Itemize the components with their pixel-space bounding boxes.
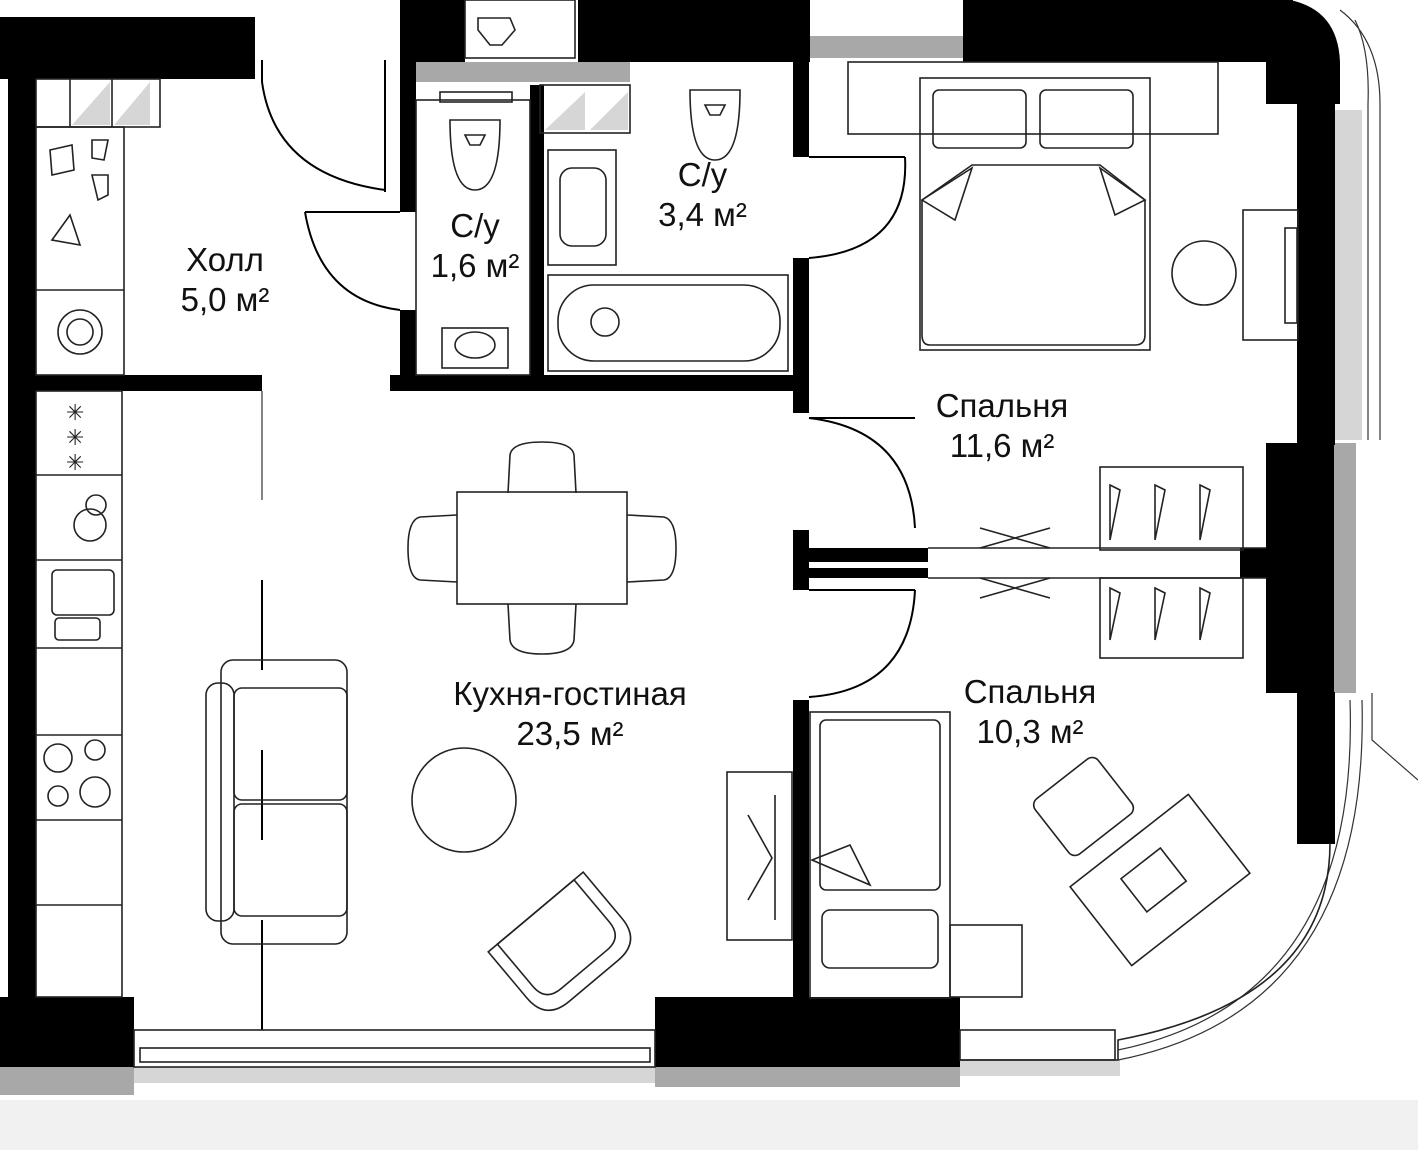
hall-furniture [35,78,161,376]
outer-walls [0,0,1340,1067]
wc1-fixtures [415,91,531,376]
room-label-hall: Холл 5,0 м² [145,240,305,320]
room-name: С/у [677,156,728,193]
svg-text:✳: ✳ [66,401,84,426]
interior-walls [8,62,1335,997]
room-area: 23,5 м² [516,715,624,752]
doors [261,60,916,1030]
room-name: Кухня-гостиная [453,675,687,712]
room-name: Спальня [935,387,1069,424]
svg-text:✳: ✳ [66,451,84,476]
room-name: Спальня [963,673,1097,710]
room-label-bedroom2: Спальня 10,3 м² [940,672,1120,752]
bedroom1-furniture [847,61,1299,551]
room-label-wc1: С/у 1,6 м² [410,206,540,286]
wc2-fixtures [539,84,789,372]
kitchen-furniture: ✳ ✳ ✳ [35,390,793,1012]
room-label-wc2: С/у 3,4 м² [630,155,775,235]
room-area: 11,6 м² [949,427,1055,464]
room-area: 1,6 м² [430,247,520,284]
room-name: С/у [450,207,500,244]
room-label-kitchen: Кухня-гостиная 23,5 м² [420,674,720,754]
room-area: 5,0 м² [180,281,270,318]
svg-text:✳: ✳ [66,426,84,451]
room-name: Холл [186,241,264,278]
room-area: 10,3 м² [976,713,1084,750]
window-frames [133,0,1331,1068]
bedroom2-furniture [809,577,1266,999]
room-label-bedroom1: Спальня 11,6 м² [912,386,1092,466]
windows [0,9,1418,1150]
room-area: 3,4 м² [658,196,747,233]
